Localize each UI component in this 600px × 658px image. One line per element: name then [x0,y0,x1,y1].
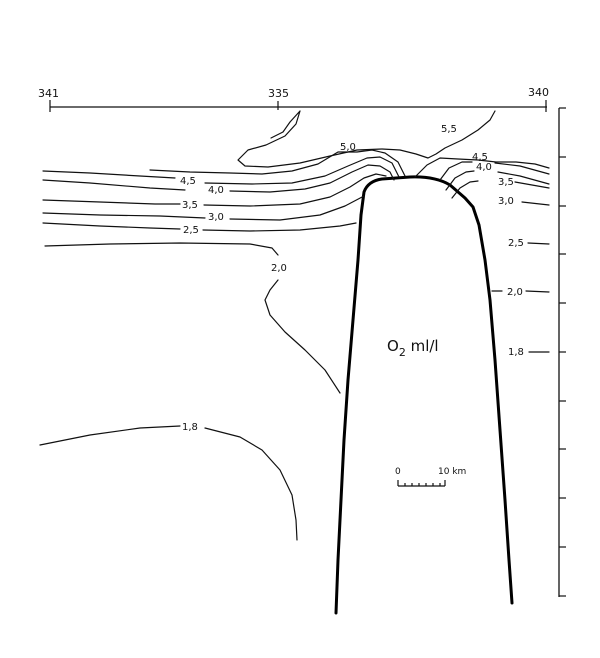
contour-2-5 [42,222,550,245]
station-label-341: 341 [38,87,59,100]
scale-distance-label: 10 km [438,467,466,477]
contour-label-3-0: 3,0 [208,212,224,223]
contour-label-3-5: 3,5 [182,200,198,211]
contour-5-5 [237,110,496,168]
contour-label-4-0: 4,0 [208,185,224,196]
contour-2-0-right [491,290,550,293]
scale-bar [397,480,446,487]
contour-4-5 [42,156,550,185]
contour-label-5-5: 5,5 [441,124,457,135]
contour-label-4-0-right: 4,0 [476,162,492,173]
contour-label-2-0-right: 2,0 [507,287,523,298]
contour-3-5 [42,173,550,207]
contour-2-0 [44,242,341,394]
contour-label-2-5: 2,5 [183,225,199,236]
contour-label-3-0-right: 3,0 [498,196,514,207]
units-symbol: O [387,337,399,355]
contour-label-4-5-right: 4,5 [472,152,488,163]
contour-4-0 [42,164,550,193]
contour-5-0 [149,149,550,178]
station-label-335: 335 [268,87,289,100]
contour-label-3-5-right: 3,5 [498,177,514,188]
contour-1-8 [39,425,298,541]
units-label: O2 ml/l [387,337,439,359]
units-suffix: ml/l [406,337,439,355]
seamount-outline [334,175,514,615]
contour-label-5-0: 5,0 [340,142,356,153]
contour-label-2-0: 2,0 [271,263,287,274]
contour-label-2-5-right: 2,5 [508,238,524,249]
contour-label-1-8: 1,8 [182,422,198,433]
contour-label-1-8-right: 1,8 [508,347,524,358]
contour-3-0 [42,195,550,221]
units-subscript: 2 [399,346,406,359]
right-depth-axis [558,107,566,597]
station-label-340: 340 [528,86,549,99]
scale-zero-label: 0 [395,467,401,477]
contour-label-4-5: 4,5 [180,176,196,187]
